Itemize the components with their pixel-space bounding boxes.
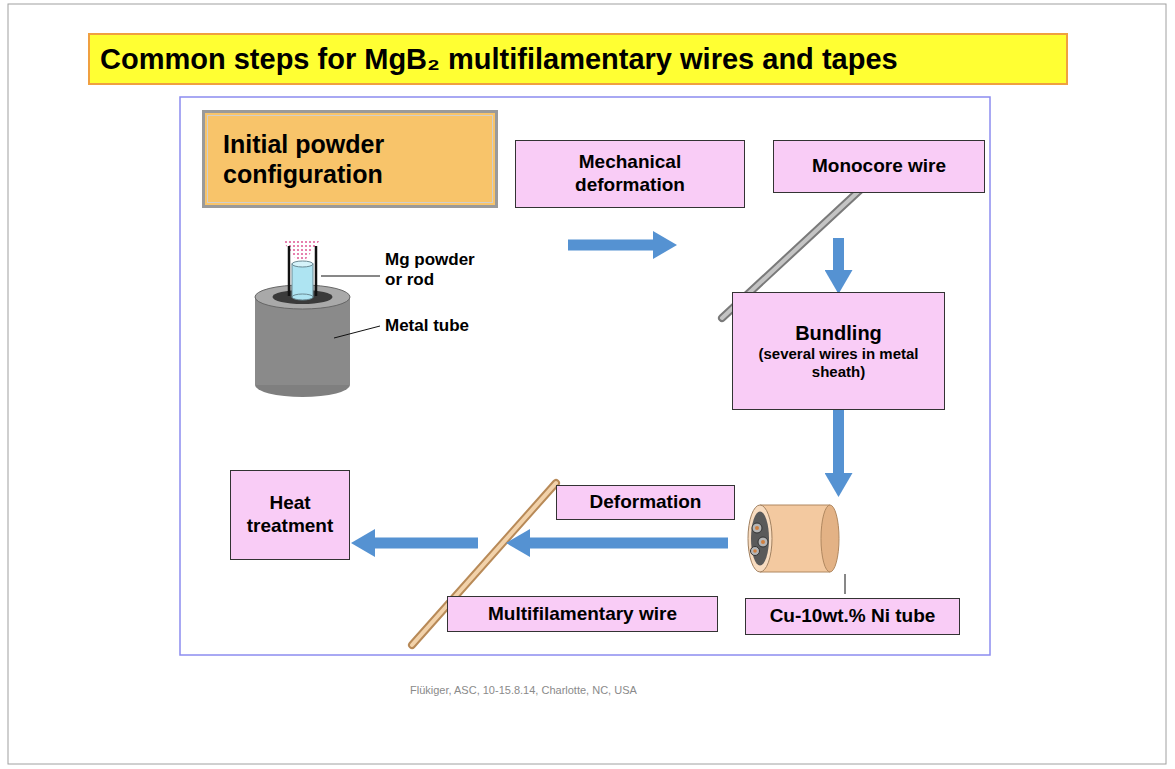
inner-tube: [292, 261, 313, 300]
cuni-tube: [748, 505, 839, 572]
box-text: Monocore wire: [812, 155, 946, 178]
leader-line: [334, 326, 380, 338]
part-label-box: Cu-10wt.% Ni tube: [745, 598, 960, 635]
part-label: Metal tube: [385, 316, 515, 336]
flow-arrow: [833, 238, 844, 270]
process-box: Heat treatment: [230, 470, 350, 560]
process-box: Bundling(several wires in metal sheath): [732, 292, 945, 410]
flow-arrow: [568, 240, 653, 251]
box-subtext: (several wires in metal sheath): [741, 345, 936, 381]
leader-line: [845, 574, 846, 594]
flow-arrow: [375, 538, 478, 549]
box-text: Bundling: [795, 321, 882, 345]
box-text: Cu-10wt.% Ni tube: [770, 605, 936, 628]
process-box: Deformation: [556, 485, 735, 520]
box-text: Mechanical deformation: [524, 151, 736, 197]
diagram-frame: [180, 97, 990, 655]
box-text: Heat treatment: [239, 492, 341, 538]
mg-rod: [315, 246, 318, 296]
flow-arrow: [833, 410, 844, 473]
box-text: Initial powder configuration: [223, 129, 477, 189]
title: Common steps for MgB₂ multifilamentary w…: [88, 33, 1068, 85]
product-box: Monocore wire: [773, 140, 985, 193]
box-text: Deformation: [590, 491, 702, 514]
flow-arrow: [530, 538, 728, 549]
process-box: Mechanical deformation: [515, 140, 745, 208]
page-border: [8, 4, 1166, 764]
caption: Flükiger, ASC, 10-15.8.14, Charlotte, NC…: [410, 684, 637, 696]
leader-line: [321, 276, 380, 277]
metal-tube: [255, 285, 350, 397]
product-box: Multifilamentary wire: [447, 596, 718, 632]
box-text: Multifilamentary wire: [488, 603, 677, 626]
start-box: Initial powder configuration: [202, 110, 498, 208]
powder-spray: [282, 240, 320, 262]
part-label: Mg powder or rod: [385, 250, 485, 291]
mg-rod: [288, 246, 291, 296]
